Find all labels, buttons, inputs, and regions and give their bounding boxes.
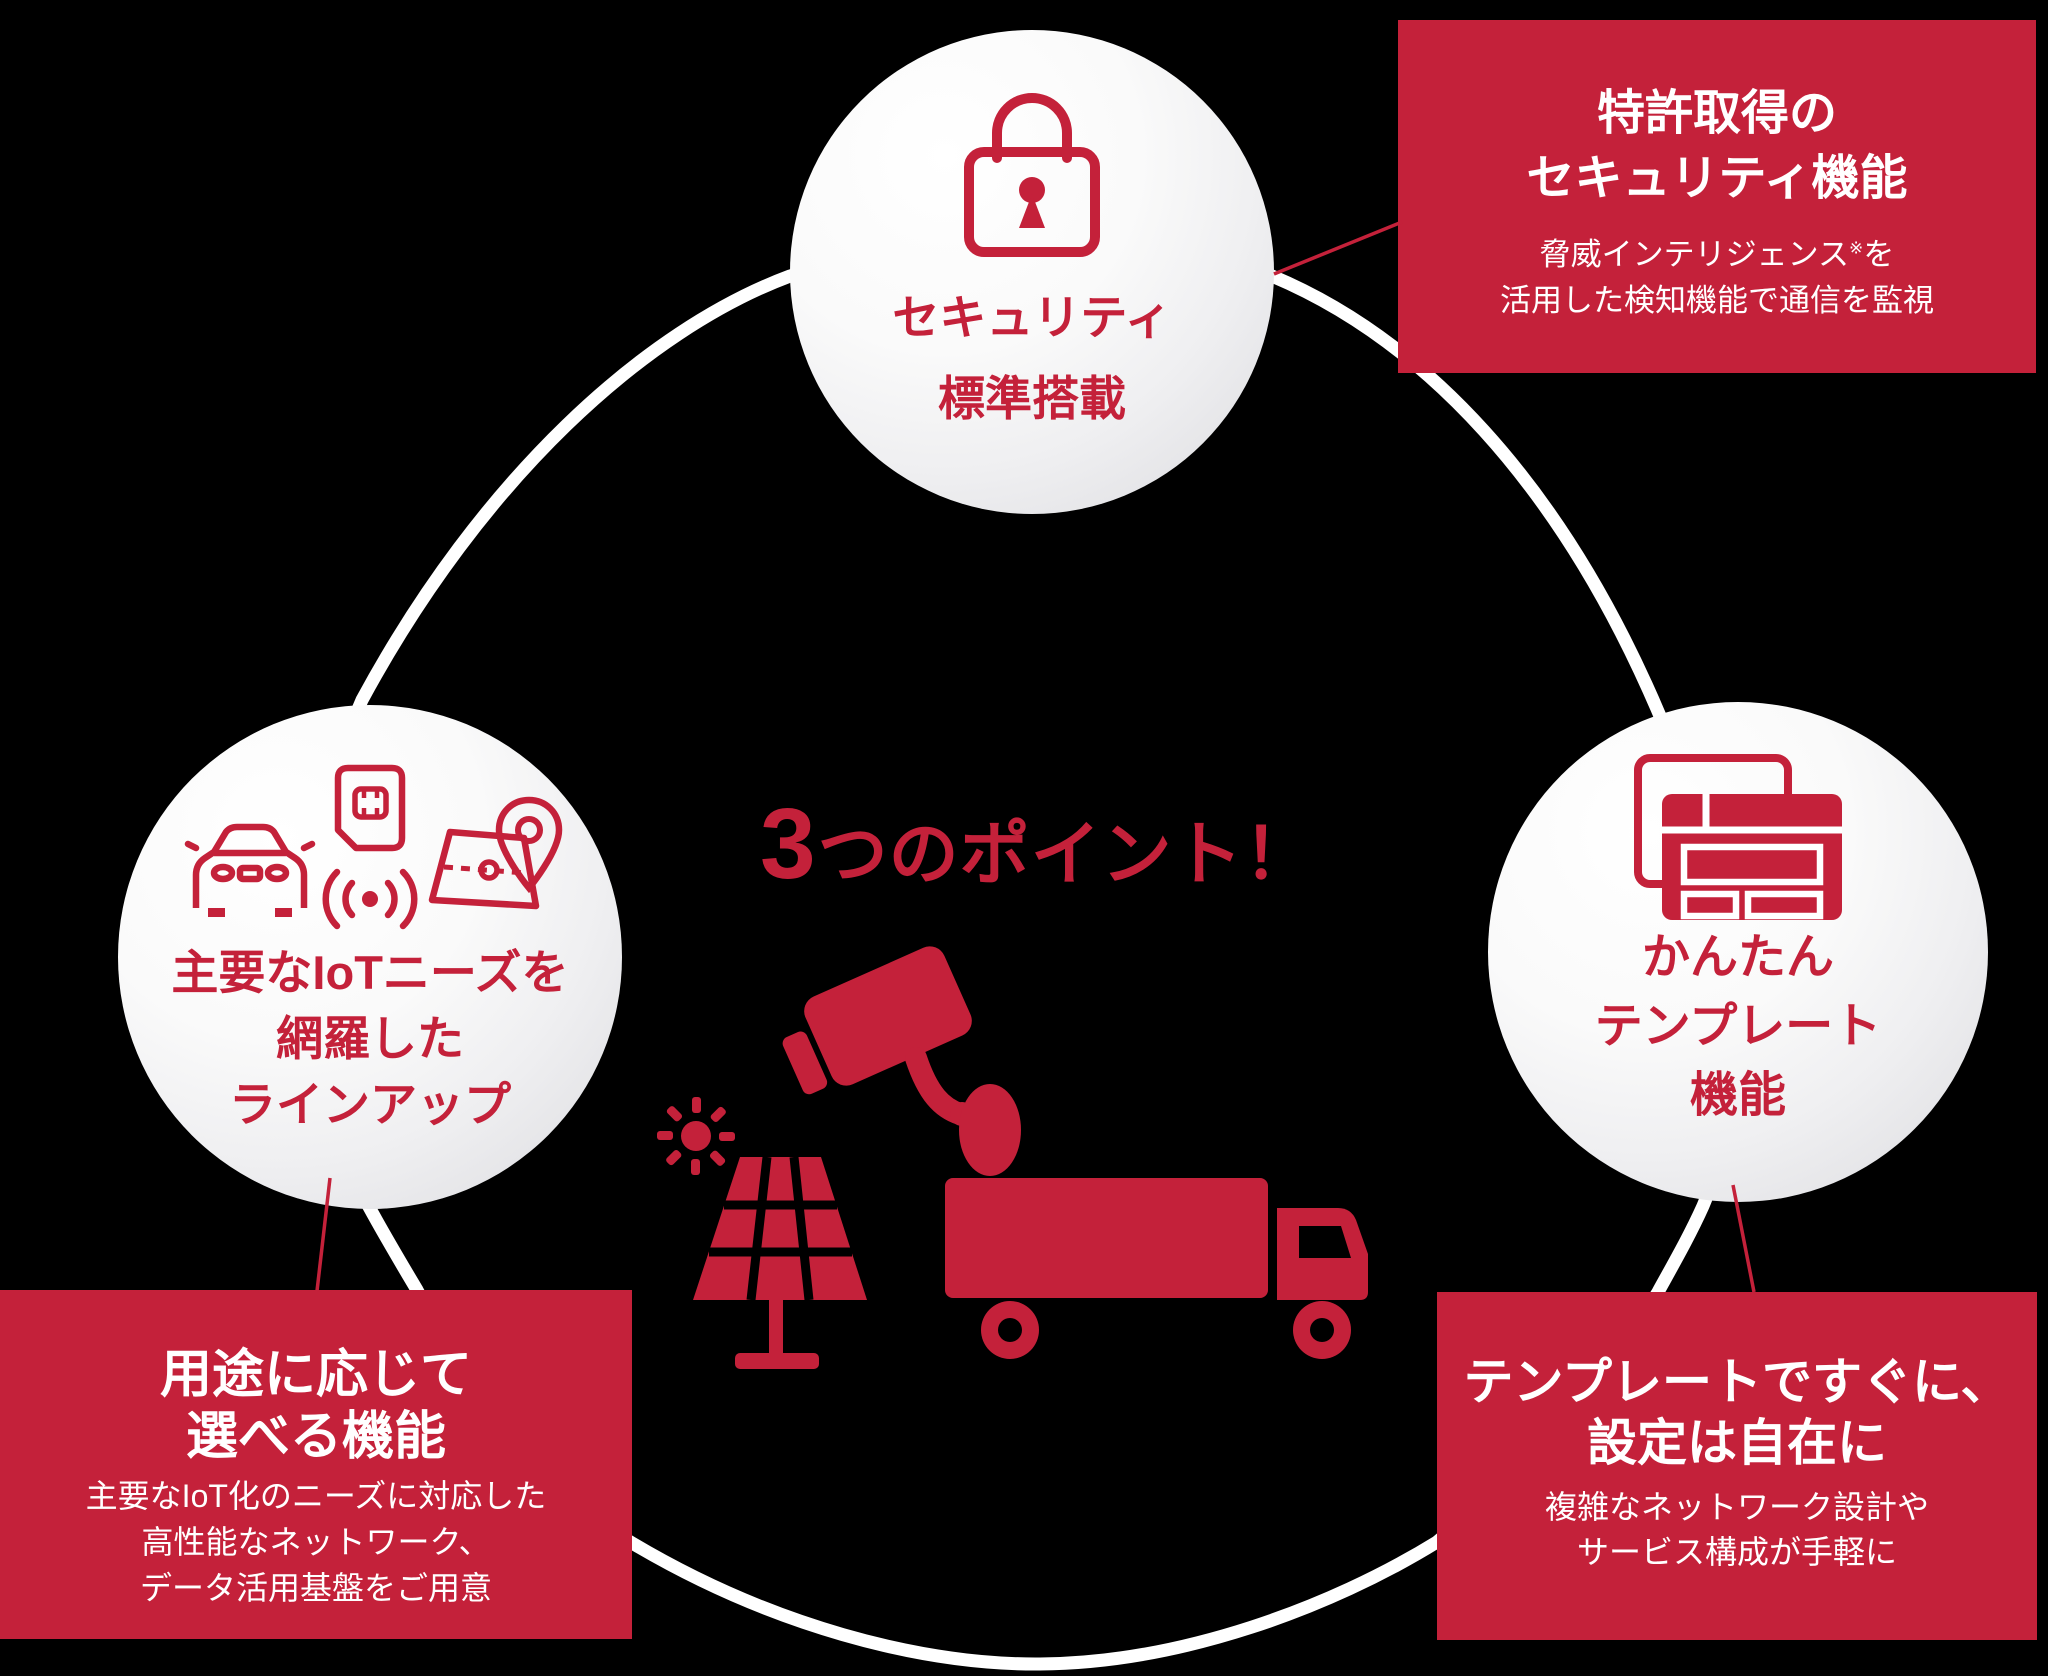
callout-security-body1-tail: を <box>1863 236 1895 272</box>
lineup-node-line3: ラインアップ <box>229 1077 511 1131</box>
callout-security-body1-text: 脅威インテリジェンス <box>1539 236 1850 272</box>
center-title-number: 3 <box>760 788 818 900</box>
callout-security-title: 特許取得の セキュリティ機能 <box>1398 82 2036 212</box>
callout-security-body: 脅威インテリジェンス※を 活用した検知機能で通信を監視 <box>1398 232 2036 325</box>
template-node-line3: 機能 <box>1689 1069 1786 1123</box>
center-title: 3つのポイント！ <box>760 794 1314 894</box>
template-node-label: かんたん テンプレート 機能 <box>1488 923 1988 1130</box>
callout-security-title1: 特許取得の <box>1596 87 1837 140</box>
callout-lineup-body: 主要なIoT化のニーズに対応した 高性能なネットワーク、 データ活用基盤をご用意 <box>0 1473 632 1611</box>
callout-lineup-body3: データ活用基盤をご用意 <box>139 1569 492 1606</box>
security-node-label: セキュリティ 標準搭載 <box>790 278 1274 440</box>
security-node-line1: セキュリティ <box>892 291 1172 344</box>
callout-template-body2: サービス構成が手軽に <box>1576 1534 1897 1571</box>
callout-template: テンプレートですぐに、 設定は自在に 複雑なネットワーク設計や サービス構成が手… <box>1437 1292 2037 1640</box>
security-node-line2: 標準搭載 <box>938 371 1126 425</box>
callout-template-title: テンプレートですぐに、 設定は自在に <box>1437 1352 2037 1474</box>
circle-node-template: かんたん テンプレート 機能 <box>1488 702 1988 1202</box>
callout-security-body1: 脅威インテリジェンス※を <box>1398 232 2036 279</box>
callout-security-title2: セキュリティ機能 <box>1526 151 1908 205</box>
callout-template-title2: 設定は自在に <box>1587 1415 1887 1471</box>
callout-template-title1: テンプレートですぐに、 <box>1463 1354 2011 1410</box>
callout-template-body: 複雑なネットワーク設計や サービス構成が手軽に <box>1437 1485 2037 1576</box>
callout-security-note-mark: ※ <box>1849 238 1864 258</box>
callout-lineup-body1: 主要なIoT化のニーズに対応した <box>85 1477 547 1514</box>
circle-node-security: セキュリティ 標準搭載 <box>790 30 1274 514</box>
callout-security-body2: 活用した検知機能で通信を監視 <box>1500 283 1934 319</box>
lineup-node-line2: 網羅した <box>276 1011 464 1065</box>
circle-node-lineup: 主要なIoTニーズを 網羅した ラインアップ <box>118 705 622 1209</box>
callout-lineup-body2: 高性能なネットワーク、 <box>141 1523 491 1560</box>
callout-lineup: 用途に応じて 選べる機能 主要なIoT化のニーズに対応した 高性能なネットワーク… <box>0 1290 632 1639</box>
callout-lineup-title2: 選べる機能 <box>185 1408 446 1467</box>
callout-template-body1: 複雑なネットワーク設計や <box>1544 1489 1929 1525</box>
callout-security: 特許取得の セキュリティ機能 脅威インテリジェンス※を 活用した検知機能で通信を… <box>1398 20 2036 373</box>
lineup-node-line1: 主要なIoTニーズを <box>171 946 569 999</box>
template-node-line2: テンプレート <box>1594 1000 1882 1054</box>
center-title-text: つのポイント！ <box>817 815 1315 893</box>
callout-lineup-title: 用途に応じて 選べる機能 <box>0 1344 632 1469</box>
callout-lineup-title1: 用途に応じて <box>159 1346 472 1404</box>
lineup-node-label: 主要なIoTニーズを 網羅した ラインアップ <box>118 940 622 1137</box>
template-node-line1: かんたん <box>1641 931 1834 984</box>
